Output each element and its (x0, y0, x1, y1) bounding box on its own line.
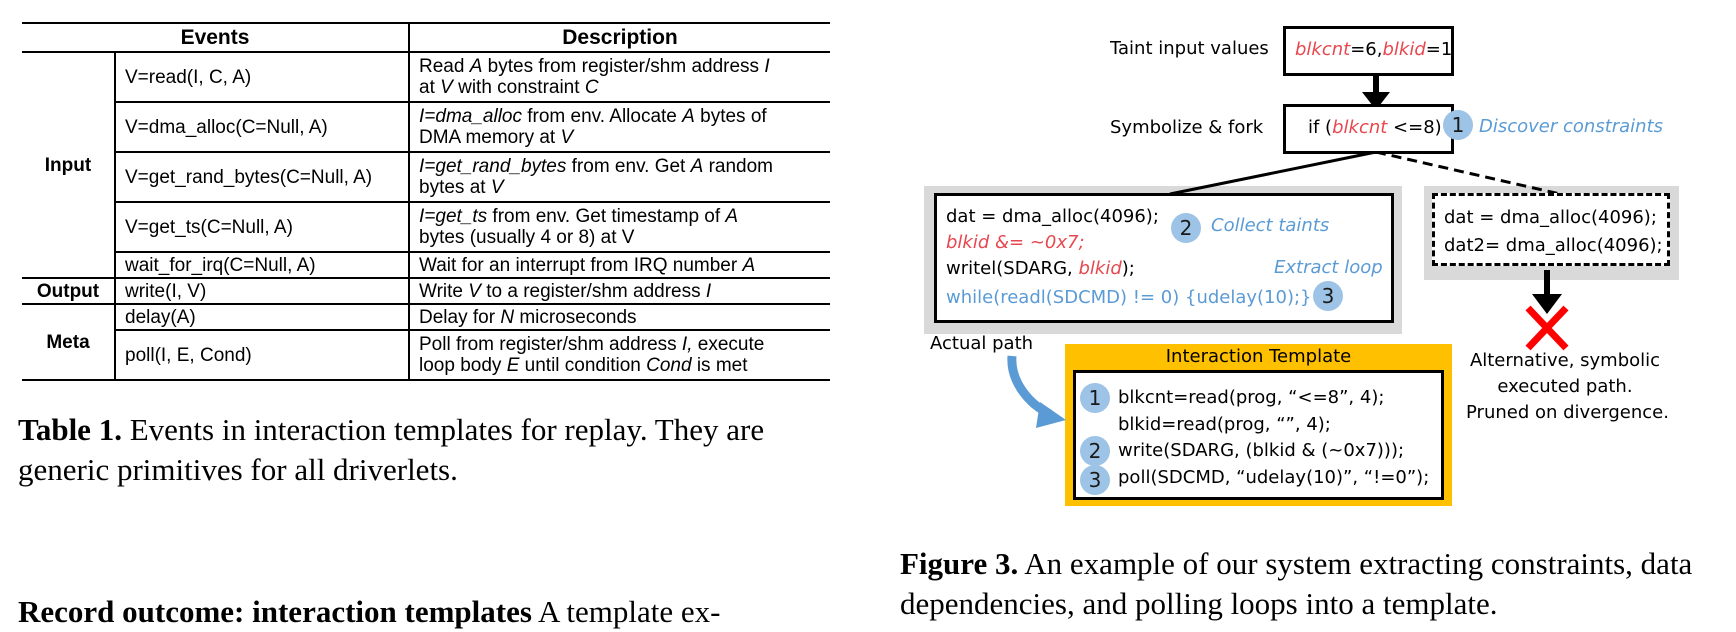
fork-post: <=8) (1387, 117, 1442, 138)
template-title: Interaction Template (1165, 346, 1352, 367)
template-line-3: write(SDARG, (blkid & (~0x7))); (1118, 440, 1405, 461)
step-2-badge: 2 (1171, 213, 1201, 243)
figure-caption-label: Figure 3. (900, 546, 1019, 581)
figure-caption-text: An example of our system extracting cons… (900, 546, 1693, 621)
figure-connectors (924, 74, 1679, 506)
fork-line-actual (1169, 150, 1377, 196)
alternative-path-label-1: Alternative, symbolic (1469, 350, 1661, 371)
template-box (1073, 370, 1444, 500)
group-input: Input (22, 52, 116, 278)
section-paragraph: Record outcome: interaction templates A … (18, 592, 838, 632)
group-meta: Meta (22, 303, 116, 381)
table-row: Output write(I, V) Write V to a register… (22, 277, 830, 304)
taint-eq1: =1 (1425, 39, 1453, 60)
template-line-2: blkid=read(prog, “”, 4); (1118, 414, 1331, 435)
arrow-down-icon (1532, 294, 1562, 314)
description-cell: Poll from register/shm address I, execut… (409, 329, 830, 381)
actual-line-4: while(readl(SDCMD) != 0) {udelay(10);} (946, 287, 1312, 308)
table-caption-label: Table 1. (18, 412, 122, 447)
alt-path-box (1432, 193, 1670, 266)
taint-blkcnt: blkcnt (1295, 39, 1351, 60)
taint-box (1283, 26, 1454, 76)
event-cell: V=dma_alloc(C=Null, A) (115, 101, 410, 152)
template-step-1-badge: 1 (1080, 383, 1110, 413)
actual-path-label: Actual path (930, 333, 1034, 354)
description-cell: I=dma_alloc from env. Allocate A bytes o… (409, 101, 830, 152)
actual-line-3: writel(SDARG, blkid); (946, 258, 1135, 279)
discover-constraints-label: Discover constraints (1479, 116, 1664, 137)
actual-path-arrowhead-icon (1036, 402, 1066, 428)
section-heading: Record outcome: interaction templates (18, 594, 532, 629)
table-row: Input V=read(I, C, A) Read A bytes from … (22, 52, 830, 278)
template-step-2-badge: 2 (1080, 436, 1110, 466)
fork-condition: if (blkcnt <=8) (1308, 117, 1442, 138)
cross-icon (1525, 305, 1569, 351)
table-row: poll(I, E, Cond) Poll from register/shm … (22, 329, 830, 381)
table-row: V=get_ts(C=Null, A) I=get_ts from env. G… (22, 201, 830, 252)
description-cell: Read A bytes from register/shm address I… (419, 56, 770, 98)
section-text: A template ex- (531, 594, 721, 629)
taint-label: Taint input values (1110, 38, 1269, 59)
figure-caption: Figure 3. An example of our system extra… (900, 544, 1730, 624)
actual-line-3-var: blkid (1078, 258, 1122, 279)
step-3-badge: 3 (1313, 281, 1343, 311)
events-table: Events Description Input V=read(I, C, A)… (22, 22, 830, 381)
template-line-4: poll(SDCMD, “udelay(10)”, “!=0”); (1118, 467, 1430, 488)
taint-eq6: =6, (1350, 39, 1383, 60)
alt-line-1: dat = dma_alloc(4096); (1444, 207, 1657, 228)
event-cell: V=get_ts(C=Null, A) (115, 201, 410, 252)
event-cell: V=read(I, C, A) (115, 52, 410, 102)
description-cell: Wait for an interrupt from IRQ number A (409, 251, 830, 278)
table-caption: Table 1. Events in interaction templates… (18, 410, 838, 490)
taint-blkid: blkid (1382, 39, 1426, 60)
fork-var: blkcnt (1332, 117, 1388, 138)
group-output: Output (22, 277, 116, 304)
event-cell: delay(A) (115, 303, 410, 330)
table-header-row: Events Description (22, 22, 830, 53)
template-line-1: blkcnt=read(prog, “<=8”, 4); (1118, 387, 1385, 408)
header-events: Events (22, 22, 410, 53)
table-row: wait_for_irq(C=Null, A) Wait for an inte… (22, 251, 830, 278)
description-cell: Write V to a register/shm address I (409, 277, 830, 304)
arrow-down-icon (1362, 92, 1390, 110)
template-step-3-badge: 3 (1080, 465, 1110, 495)
table-row: Meta delay(A) Delay for N microseconds (22, 303, 830, 381)
actual-line-1: dat = dma_alloc(4096); (946, 206, 1159, 227)
alternative-path-label-2: executed path. (1497, 376, 1633, 397)
actual-line-2: blkid &= ~0x7; (946, 232, 1085, 253)
table-row: V=dma_alloc(C=Null, A) I=dma_alloc from … (22, 101, 830, 152)
alternative-path-label-3: Pruned on divergence. (1466, 402, 1669, 423)
extract-loop-label: Extract loop (1274, 257, 1383, 278)
actual-line-3-pre: writel(SDARG, (946, 258, 1079, 279)
figure-3: Taint input values blkcnt=6,blkid=1 Symb… (924, 26, 1679, 506)
event-cell: wait_for_irq(C=Null, A) (115, 251, 410, 278)
fork-box (1283, 104, 1454, 154)
alt-line-2: dat2= dma_alloc(4096); (1444, 235, 1663, 256)
taint-values: blkcnt=6,blkid=1 (1295, 39, 1452, 60)
table-row: V=get_rand_bytes(C=Null, A) I=get_rand_b… (22, 151, 830, 202)
event-cell: V=get_rand_bytes(C=Null, A) (115, 151, 410, 202)
event-cell: write(I, V) (115, 277, 410, 304)
actual-line-3-post: ); (1121, 258, 1135, 279)
fork-pre: if ( (1308, 117, 1333, 138)
step-1-badge: 1 (1443, 110, 1473, 140)
description-cell: Delay for N microseconds (409, 303, 830, 330)
table-caption-text: Events in interaction templates for repl… (18, 412, 765, 487)
header-description: Description (409, 22, 830, 53)
collect-taints-label: Collect taints (1211, 215, 1330, 236)
symbolize-label: Symbolize & fork (1110, 117, 1264, 138)
event-cell: poll(I, E, Cond) (115, 329, 410, 381)
